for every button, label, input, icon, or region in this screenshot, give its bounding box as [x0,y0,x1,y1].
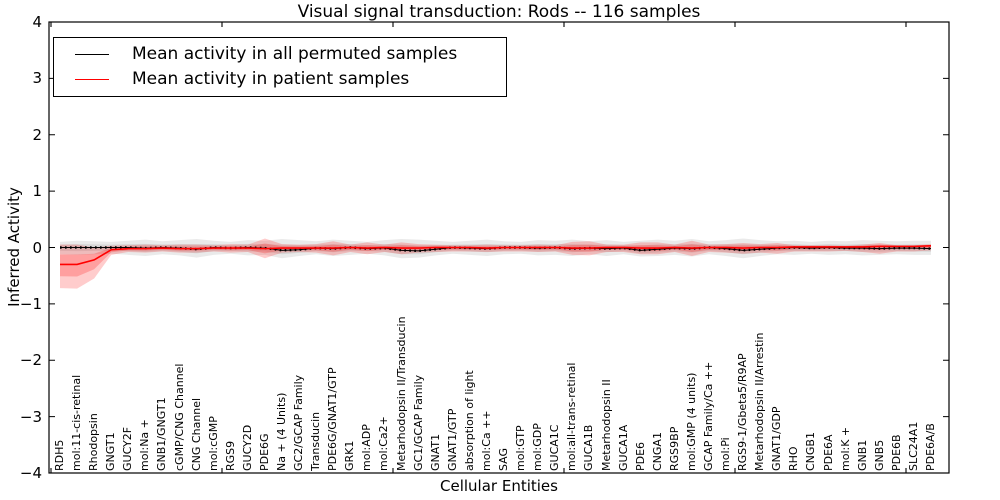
x-tick-label: RHO [787,446,801,471]
x-tick-label: GNB5 [872,439,886,471]
x-tick-label: mol:Pi [719,437,733,471]
x-tick-label: GRK1 [343,440,357,471]
x-tick-label: Na + (4 Units) [275,392,289,471]
y-tick-label: −1 [19,294,42,313]
x-tick-label: RDH5 [53,439,66,471]
x-tick-label: GNGT1 [104,432,118,471]
legend-box: Mean activity in all permuted samples Me… [53,37,507,97]
x-tick-label: GNB1 [855,439,869,471]
x-tick-label: GC1/GCAP Family [411,374,425,471]
y-tick-label: 3 [32,69,42,88]
y-axis-title: Inferred Activity [5,187,23,307]
patient-confidence-band-outer [60,238,931,289]
x-tick-label: GCAP Family/Ca ++ [701,361,715,471]
legend-label-patient: Mean activity in patient samples [132,69,410,89]
y-tick-label: −3 [19,407,42,426]
y-tick-label: −4 [19,464,42,482]
x-tick-label: mol:K + [838,426,852,471]
x-tick-label: GNB1/GNGT1 [155,397,169,471]
x-tick-label: PDE6G [257,433,271,471]
x-tick-label: RGS9 [223,440,237,471]
y-tick-label: −2 [19,351,42,370]
x-tick-label: GNAT1/GDP [770,406,784,471]
y-tick-label: 0 [32,238,42,257]
x-tick-label: mol:ADP [360,424,374,471]
x-tick-label: mol:Na + [138,419,152,471]
x-tick-label: PDE6A/B [924,423,937,471]
x-tick-label: mol:all-trans-retinal [565,362,579,471]
x-tick-label: Metarhodopsin II/Transducin [394,316,408,471]
x-tick-label: PDE6A [821,434,835,471]
y-tick-label: 1 [32,182,42,201]
x-tick-label: GUCY2D [240,424,254,471]
legend-label-permuted: Mean activity in all permuted samples [132,44,458,64]
x-tick-label: RGS9BP [667,426,681,471]
x-tick-label: GUCA1B [582,424,596,471]
chart-title: Visual signal transduction: Rods -- 116 … [297,2,701,22]
y-tick-label: 4 [32,13,42,31]
x-tick-label: Metarhodopsin II/Arrestin [753,332,767,471]
x-tick-label: mol:GMP (4 units) [684,372,698,471]
axis-ticks [49,21,949,474]
x-tick-label: SLC24A1 [906,421,920,471]
x-tick-label: CNGB1 [804,432,818,471]
x-tick-label: mol:GTP [514,425,528,471]
x-tick-label: GUCA1A [616,424,630,471]
x-tick-label: mol:GDP [531,423,545,471]
x-tick-label: RGS9-1/Gbeta5/R9AP [736,353,750,471]
x-tick-label: GC2/GCAP Family [292,374,306,471]
legend-item-permuted: Mean activity in all permuted samples [54,46,506,63]
x-tick-label: Metarhodopsin II [599,379,613,471]
legend-item-patient: Mean activity in patient samples [54,71,506,88]
x-tick-label: GUCY2F [121,426,135,471]
patient-mean-line [60,245,932,266]
y-tick-label: 2 [32,125,42,144]
permuted-line-swatch [75,54,109,55]
x-tick-label: mol:11-cis-retinal [70,374,84,471]
x-tick-label: Transducin [309,411,323,471]
x-tick-label: CNGA1 [650,432,664,471]
patient-line-swatch [75,79,109,80]
x-tick-label: mol:Ca ++ [479,410,493,471]
x-axis-title: Cellular Entities [440,477,558,495]
x-tick-label: PDE6G/GNAT1/GTP [326,367,340,471]
x-tick-label: mol:cGMP [206,416,220,471]
x-tick-label: SAG [497,447,511,471]
x-tick-label: PDE6B [889,434,903,471]
x-tick-label: absorption of light [462,370,476,471]
x-tick-label: Rhodopsin [87,413,101,471]
x-tick-label: GUCA1C [548,424,562,471]
x-tick-label: GNAT1/GTP [445,408,459,471]
x-tick-label: GNAT1 [428,433,442,471]
x-tick-label: cGMP/CNG Channel [172,363,186,472]
x-tick-label: PDE6 [633,441,647,471]
x-tick-label: mol:Ca2+ [377,416,391,471]
x-tick-label: CNG Channel [189,397,203,471]
